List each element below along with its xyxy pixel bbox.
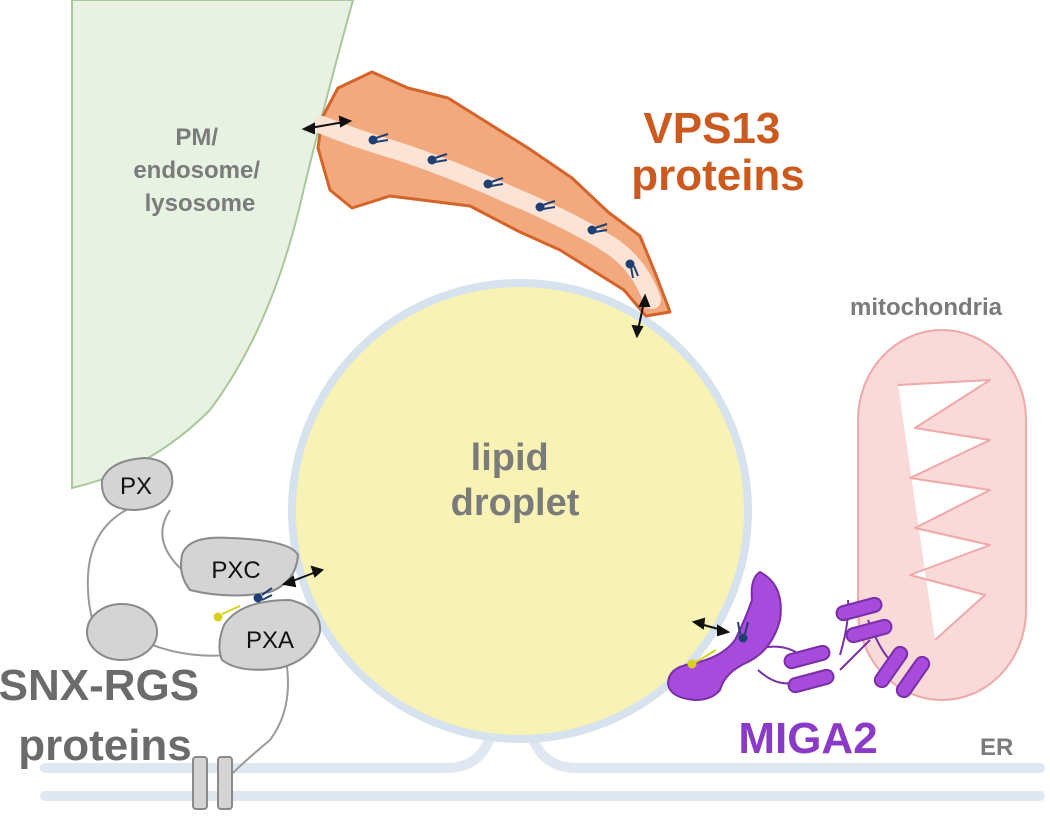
label-domain-px: PX [120,473,152,500]
mitochondria-cristae [897,379,991,641]
label-vps13-proteins: VPS13 proteins [631,104,805,200]
arrow-miga2-lipid [691,617,731,637]
label-lipid-line-2: droplet [451,482,580,524]
miga2-linker [747,599,891,685]
vps13-protein [313,70,672,318]
snx-linker [86,507,289,781]
arrow-vps13-lipid [631,293,651,339]
transfer-arrows [281,115,731,637]
label-domain-pxa: PXA [246,627,294,654]
lipid-droplet [288,279,752,743]
arrow-snx-lipid [281,565,325,588]
label-pm-endosome-lysosome: PM/ endosome/ lysosome [133,124,266,217]
vps13-lipid [535,200,556,212]
miga2-body [666,570,782,702]
label-pm-line-2: endosome/ [133,157,260,184]
label-er: ER [980,734,1013,761]
label-snx-line-1: SNX-RGS [0,661,199,710]
vps13-hydrophobic-channel [313,116,661,309]
arrow-pm-vps13 [301,115,353,135]
label-vps13-line-1: VPS13 [643,104,780,153]
miga2-lipid-dark [737,621,749,643]
label-vps13-line-2: proteins [631,151,805,200]
vps13-lipid [368,133,389,145]
unlabeled-domain-shape [86,603,158,661]
vps13-lipid [587,223,608,235]
vps13-lipid [625,259,639,279]
label-lipid-droplet: lipid droplet [451,437,580,524]
label-miga2: MIGA2 [738,714,877,763]
label-snx-line-2: proteins [18,721,192,770]
label-mitochondria: mitochondria [850,294,1003,321]
miga2-helices [783,596,931,699]
miga2-protein [666,570,931,702]
vps13-lipid [427,153,448,165]
vps13-lipid [483,177,504,189]
snx-lipid-dark [253,587,273,603]
label-lipid-line-1: lipid [471,437,549,479]
label-pm-line-3: lysosome [145,190,256,217]
miga2-lipid-yellow [687,649,717,669]
mitochondria [857,329,1027,701]
vps13-lipids [368,133,639,279]
snx-rgs-protein [86,456,322,810]
snx-lipid-yellow [213,605,241,622]
domain-pxa-shape [218,598,322,671]
snx-transmembrane [192,756,233,810]
label-snx-rgs-proteins: SNX-RGS proteins [0,661,211,770]
domain-px-shape [100,456,174,512]
label-domain-pxc: PXC [211,557,260,584]
label-pm-line-1: PM/ [175,124,218,151]
